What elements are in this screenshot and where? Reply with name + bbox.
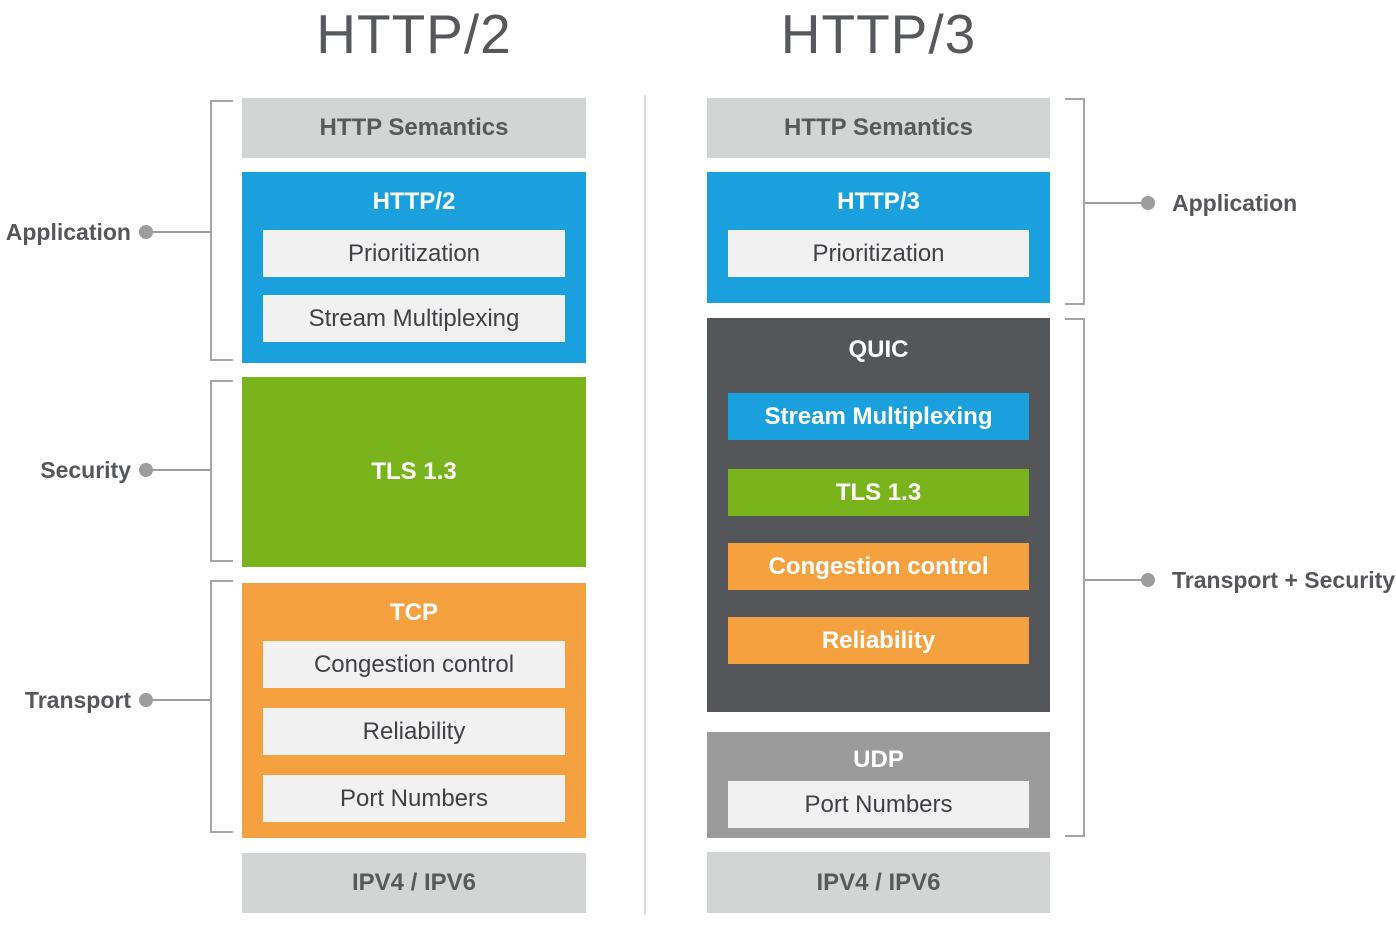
http3-column-title: HTTP/3	[780, 3, 977, 65]
application-connector-right	[1085, 202, 1142, 204]
transport-security-bracket	[1065, 318, 1085, 837]
tcp-congestion-control-box: Congestion control	[263, 641, 565, 688]
security-label: Security	[40, 457, 131, 483]
application-label-left: Application	[5, 219, 131, 245]
http2-ip-box: IPV4 / IPV6	[242, 853, 586, 913]
http3-ip-box: IPV4 / IPV6	[707, 852, 1050, 913]
udp-label: UDP	[853, 746, 904, 773]
quic-congestion-control-box: Congestion control	[728, 543, 1029, 590]
transport-label: Transport	[24, 687, 131, 713]
transport-bracket	[210, 580, 233, 833]
application-label-right: Application	[1172, 190, 1298, 216]
quic-box: QUIC Stream Multiplexing TLS 1.3 Congest…	[707, 318, 1050, 712]
http2-tls-box: TLS 1.3	[242, 377, 586, 567]
transport-security-connector	[1085, 579, 1142, 581]
quic-stream-multiplexing-box: Stream Multiplexing	[728, 393, 1029, 440]
http2-prioritization-box: Prioritization	[263, 230, 565, 277]
application-bracket-left	[210, 100, 233, 361]
application-connector-left	[152, 231, 210, 233]
udp-port-numbers-box: Port Numbers	[728, 781, 1029, 828]
center-divider-line	[644, 95, 646, 915]
transport-connector	[152, 699, 210, 701]
quic-label: QUIC	[848, 336, 909, 363]
quic-tls-box: TLS 1.3	[728, 469, 1029, 516]
http2-stream-multiplexing-box: Stream Multiplexing	[263, 295, 565, 342]
http3-prioritization-box: Prioritization	[728, 230, 1029, 277]
tcp-reliability-box: Reliability	[263, 708, 565, 755]
http3-semantics-box: HTTP Semantics	[707, 98, 1050, 158]
http2-tcp-box: TCP Congestion control Reliability Port …	[242, 583, 586, 838]
tcp-port-numbers-box: Port Numbers	[263, 775, 565, 822]
tcp-label: TCP	[390, 599, 438, 626]
security-connector	[152, 469, 210, 471]
transport-security-label: Transport + Security	[1172, 567, 1396, 593]
http3-protocol-box: HTTP/3 Prioritization	[707, 172, 1050, 303]
security-bracket	[210, 380, 233, 562]
http3-protocol-label: HTTP/3	[837, 188, 920, 215]
http2-protocol-box: HTTP/2 Prioritization Stream Multiplexin…	[242, 172, 586, 363]
transport-dot	[139, 693, 153, 707]
application-bracket-right	[1065, 98, 1085, 305]
security-dot	[139, 463, 153, 477]
application-dot-right	[1141, 196, 1155, 210]
application-dot-left	[139, 225, 153, 239]
quic-reliability-box: Reliability	[728, 617, 1029, 664]
http2-semantics-box: HTTP Semantics	[242, 98, 586, 158]
http2-protocol-label: HTTP/2	[372, 188, 456, 215]
http2-column-title: HTTP/2	[316, 3, 512, 65]
transport-security-dot	[1141, 573, 1155, 587]
udp-box: UDP Port Numbers	[707, 732, 1050, 838]
